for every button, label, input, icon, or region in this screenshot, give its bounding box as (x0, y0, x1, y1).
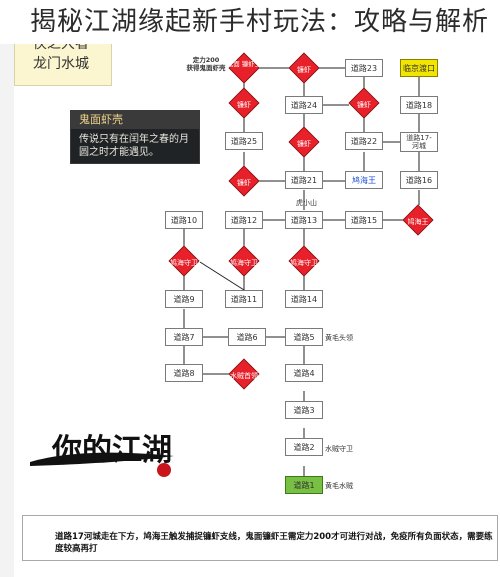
page-title: 揭秘江湖缘起新手村玩法：攻略与解析 (0, 0, 500, 44)
bandit-leader-label: 水贼首领 (230, 372, 258, 380)
guard-diamond-1 (168, 245, 200, 277)
tiger-note: 虎小山 (296, 199, 317, 207)
yellow-leader-note: 黄毛头领 (325, 334, 353, 342)
item-tooltip: 鬼面虾壳 传说只有在闰年之春的月圆之时才能遇见。 (70, 110, 200, 164)
road-9: 道路9 (165, 290, 203, 308)
hx-label: 鸠海王 (407, 218, 429, 226)
road-3: 道路3 (285, 401, 323, 419)
road-2: 道路2 (285, 438, 323, 456)
guard-label-2: 鸠海守卫 (230, 259, 258, 267)
shrimp-diamond-4 (288, 126, 320, 158)
focus-note: 定力200 获得鬼面虾壳 (186, 56, 226, 72)
linjing-ferry: 临京渡口 (400, 59, 438, 77)
item-tooltip-body: 传说只有在闰年之春的月圆之时才能遇见。 (79, 134, 189, 158)
left-strip (0, 44, 14, 577)
road-13: 道路13 (285, 211, 323, 229)
road-4: 道路4 (285, 364, 323, 382)
road-10: 道路10 (165, 211, 203, 229)
road-23: 道路23 (345, 59, 383, 77)
road-5: 道路5 (285, 328, 323, 346)
shrimp-label-1: 镰虾 (297, 66, 311, 74)
shrimp-diamond-5 (228, 165, 260, 197)
hx-node: 鸠海王 (345, 171, 383, 189)
road-17-river-city: 道路17- 河城 (400, 132, 438, 152)
hx-diamond (402, 204, 434, 236)
boss-ghost-label: 鬼面 镰虾王 (226, 60, 262, 68)
shrimp-label-2: 镰虾 (237, 101, 251, 109)
road-24: 道路24 (285, 96, 323, 114)
road-21: 道路21 (285, 171, 323, 189)
road-25: 道路25 (225, 132, 263, 150)
road-8: 道路8 (165, 364, 203, 382)
road-22: 道路22 (345, 132, 383, 150)
note-banner-text: 道路17河城走在下方，鸠海王触发捕捉镰虾支线，鬼面镰虾王需定力200才可进行对战… (55, 532, 493, 554)
road-18: 道路18 (400, 96, 438, 114)
guard-diamond-2 (228, 245, 260, 277)
bandit-leader-diamond (228, 358, 260, 390)
guard-diamond-3 (288, 245, 320, 277)
road-14: 道路14 (285, 290, 323, 308)
road-7: 道路7 (165, 328, 203, 346)
road-15: 道路15 (345, 211, 383, 229)
guard-label-1: 鸠海守卫 (170, 259, 198, 267)
item-tooltip-title: 鬼面虾壳 (71, 111, 199, 129)
guard-label-3: 鸠海守卫 (290, 259, 318, 267)
shrimp-diamond-1 (288, 52, 320, 84)
road-6: 道路6 (228, 328, 266, 346)
game-logo: 你的江湖 (30, 433, 174, 477)
bandit-guard-note: 水贼守卫 (325, 445, 353, 453)
boss-ghost-diamond (228, 52, 260, 84)
road-1: 道路1 (285, 476, 323, 494)
road-12: 道路12 (225, 211, 263, 229)
shrimp-diamond-3 (348, 87, 380, 119)
note-banner: 道路17河城走在下方，鸠海王触发捕捉镰虾支线，鬼面镰虾王需定力200才可进行对战… (22, 515, 498, 561)
yellow-bandit-note: 黄毛水贼 (325, 482, 353, 490)
road-11: 道路11 (225, 290, 263, 308)
road-16: 道路16 (400, 171, 438, 189)
shrimp-label-3: 镰虾 (357, 101, 371, 109)
shrimp-label-5: 镰虾 (237, 179, 251, 187)
area-card-line2: 龙门水城 (33, 56, 89, 72)
logo-text: 你的江湖 (51, 433, 172, 468)
shrimp-label-4: 镰虾 (297, 140, 311, 148)
shrimp-diamond-2 (228, 87, 260, 119)
